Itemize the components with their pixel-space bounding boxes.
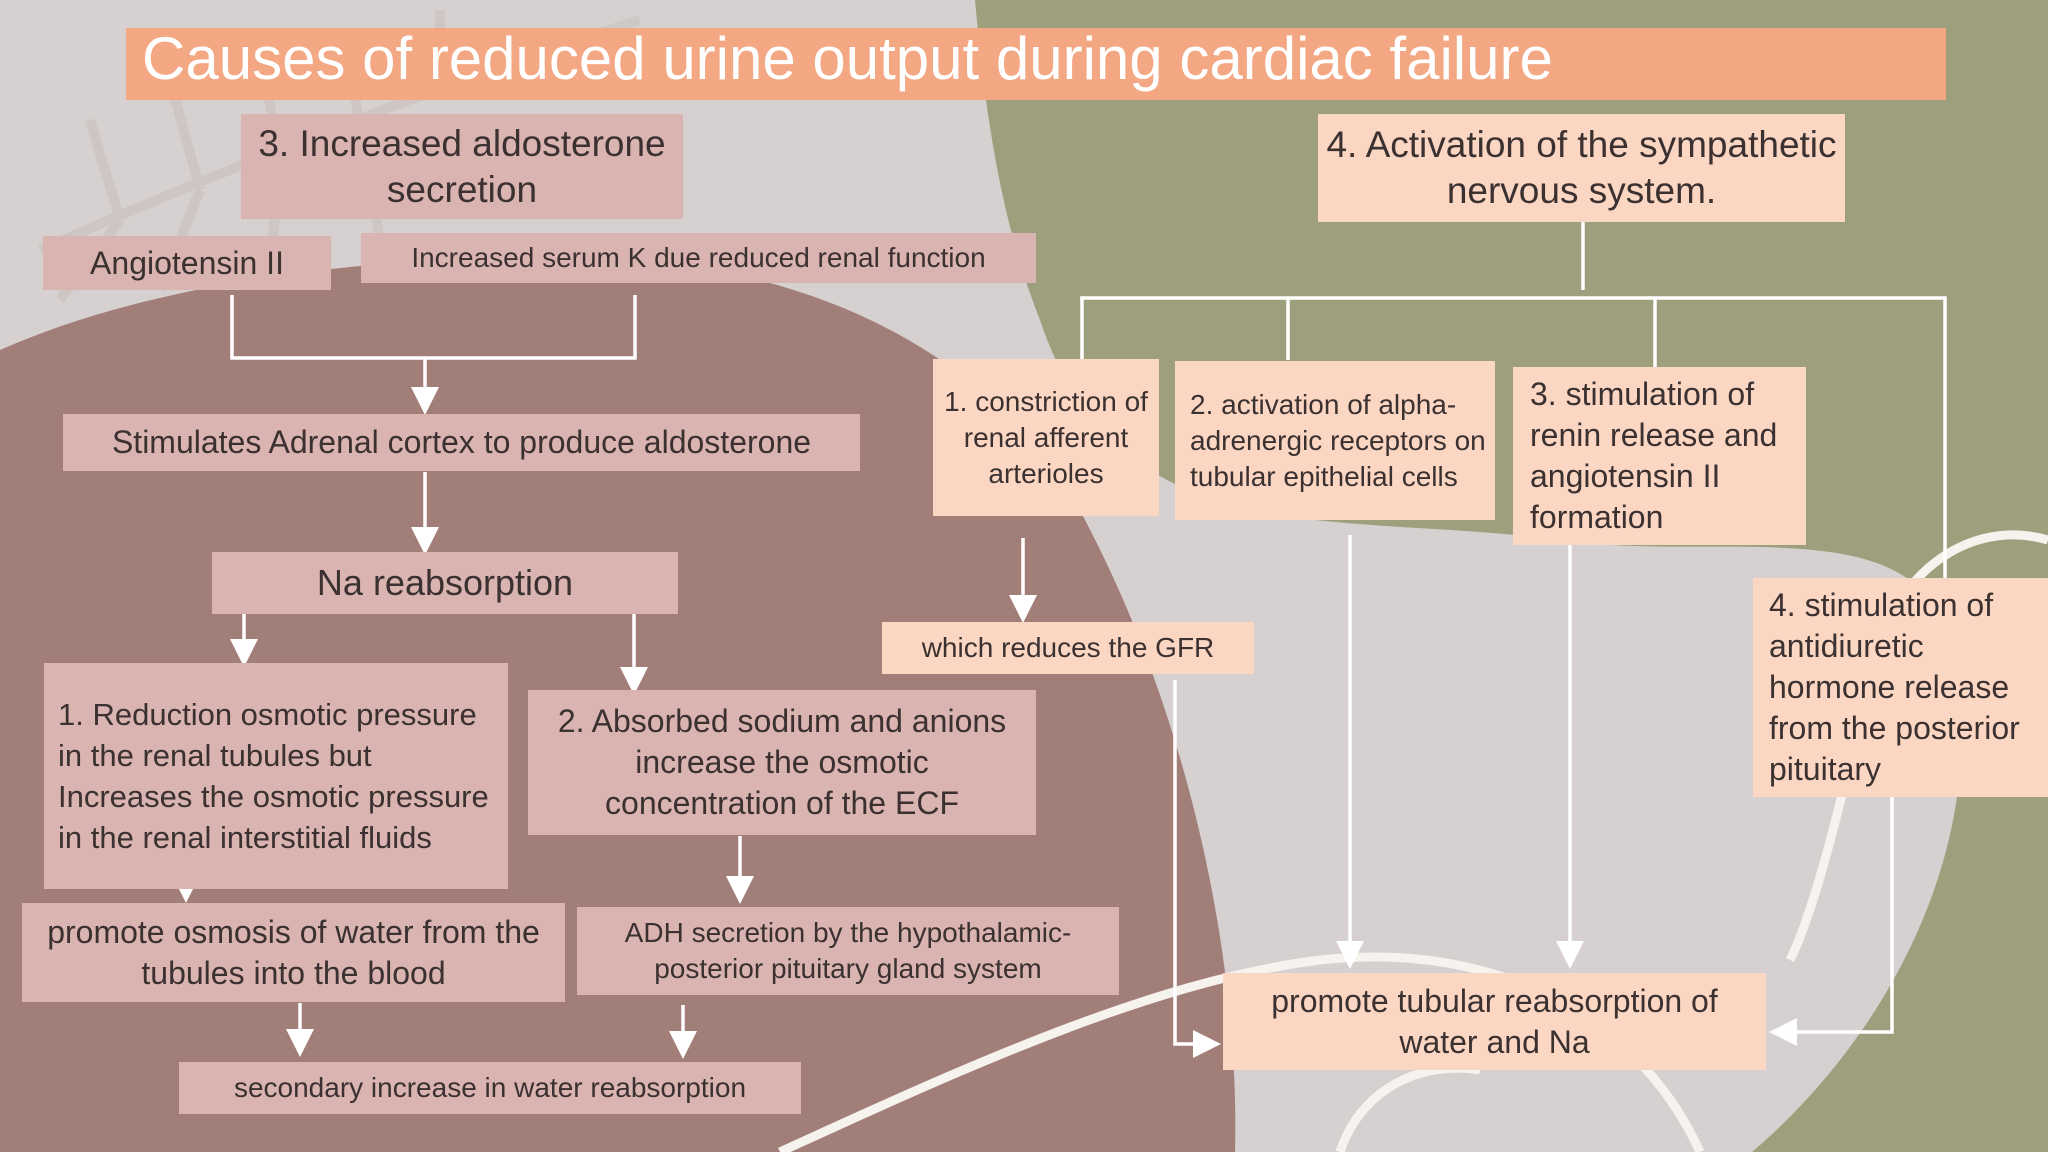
aldosterone-heading: 3. Increased aldosterone secretion [258,122,666,210]
sympathetic-heading: 4. Activation of the sympathetic nervous… [1326,124,1837,211]
sympathetic-heading-box: 4. Activation of the sympathetic nervous… [1318,114,1845,222]
renin-box: 3. stimulation of renin release and angi… [1513,367,1806,545]
adh-release-label: 4. stimulation of antidiuretic hormone r… [1769,587,2020,787]
angiotensin-box: Angiotensin II [43,236,331,290]
olive-region [975,0,2048,1152]
alpha-adrenergic-box: 2. activation of alpha-adrenergic recept… [1175,361,1495,520]
constriction-label: 1. constriction of renal afferent arteri… [944,385,1148,489]
na-reabsorption-box: Na reabsorption [212,552,678,614]
page-title: Causes of reduced urine output during ca… [142,25,1553,92]
adh-release-box: 4. stimulation of antidiuretic hormone r… [1753,578,2048,797]
adh-label: ADH secretion by the hypothalamic-poster… [624,917,1072,984]
adrenal-label: Stimulates Adrenal cortex to produce ald… [111,424,812,460]
aldosterone-heading-box: 3. Increased aldosterone secretion [241,114,683,219]
adrenal-box: Stimulates Adrenal cortex to produce ald… [63,414,860,471]
effect1-label: 1. Reduction osmotic pressure in the ren… [58,697,489,855]
potassium-label: Increased serum K due reduced renal func… [411,242,986,273]
renin-label: 3. stimulation of renin release and angi… [1530,376,1778,535]
effect1-box: 1. Reduction osmotic pressure in the ren… [44,663,508,889]
gfr-box: which reduces the GFR [882,622,1254,674]
angiotensin-label: Angiotensin II [90,244,284,281]
osmosis-label: promote osmosis of water from the tubule… [47,913,540,991]
potassium-box: Increased serum K due reduced renal func… [361,233,1036,283]
result-box: promote tubular reabsorption of water an… [1223,973,1766,1070]
secondary-label: secondary increase in water reabsorption [233,1072,747,1103]
result-label: promote tubular reabsorption of water an… [1271,982,1718,1060]
secondary-box: secondary increase in water reabsorption [179,1062,801,1114]
gfr-label: which reduces the GFR [921,632,1215,663]
effect2-box: 2. Absorbed sodium and anions increase t… [528,690,1036,835]
alpha-adrenergic-label: 2. activation of alpha-adrenergic recept… [1190,388,1486,492]
adh-box: ADH secretion by the hypothalamic-poster… [577,907,1119,995]
constriction-box: 1. constriction of renal afferent arteri… [933,359,1159,516]
effect2-label: 2. Absorbed sodium and anions increase t… [557,703,1007,821]
na-reabsorption-label: Na reabsorption [316,562,574,603]
title-bar: Causes of reduced urine output during ca… [126,28,1946,100]
osmosis-box: promote osmosis of water from the tubule… [22,903,565,1002]
